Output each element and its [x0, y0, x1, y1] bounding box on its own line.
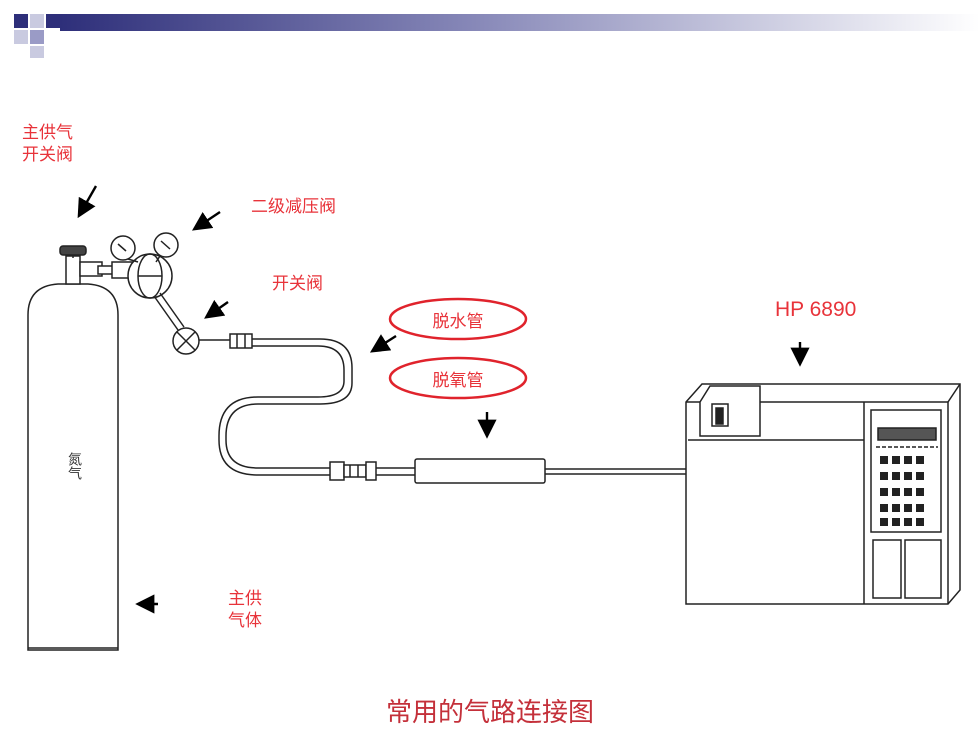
label-main-valve: 主供气 开关阀 [22, 123, 73, 165]
trap-tube [414, 458, 690, 484]
gas-tubing [218, 338, 353, 476]
header-banner [14, 14, 980, 58]
arrow-main-valve [77, 185, 98, 219]
pointer-arrows [77, 185, 810, 614]
regulator [110, 232, 185, 331]
tube-fitting [329, 461, 416, 481]
label-instrument: HP 6890 [775, 298, 857, 321]
diagram-caption: 常用的气路连接图 [385, 698, 594, 728]
arrow-regulator [192, 211, 221, 231]
gas-cylinder [27, 245, 119, 651]
label-deoxygenation-tube: 脱氧管 [432, 371, 484, 391]
label-switch-valve: 开关阀 [272, 274, 323, 294]
ellipse-dehydration [388, 297, 528, 341]
arrow-switch-valve [204, 299, 229, 319]
label-dehydration-tube: 脱水管 [432, 312, 484, 332]
label-secondary-regulator: 二级减压阀 [251, 197, 336, 217]
ellipse-deoxygenation [388, 356, 528, 400]
cylinder-gas-label: 氮气 [66, 452, 82, 480]
highlight-ellipses [388, 297, 528, 400]
switch-valve [172, 327, 253, 355]
arrow-dehydration-tube [369, 334, 397, 353]
gas-chromatograph [685, 383, 961, 605]
label-main-gas: 主供 气体 [228, 589, 262, 631]
